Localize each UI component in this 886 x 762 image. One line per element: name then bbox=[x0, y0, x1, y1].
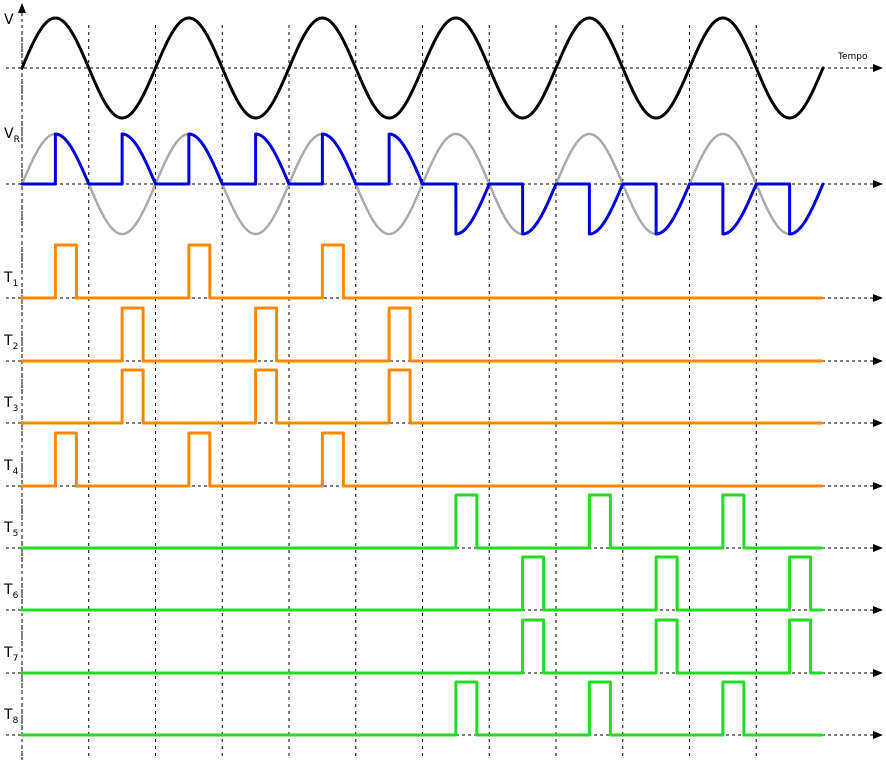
gate-pulse-train-t2 bbox=[20, 306, 824, 363]
gate-pulse-train-t8 bbox=[20, 680, 824, 737]
gate-pulse-train-t6 bbox=[20, 555, 824, 612]
row-label-9: T7 bbox=[3, 645, 18, 664]
rectified-output-wave bbox=[20, 132, 825, 236]
supply-voltage-wave bbox=[20, 16, 825, 120]
gate-pulse-train-t1 bbox=[20, 243, 824, 300]
row-label-3: T1 bbox=[3, 270, 18, 289]
row-label-6: T4 bbox=[3, 458, 19, 477]
row-label-10: T8 bbox=[3, 707, 19, 726]
row-label-1: V bbox=[4, 12, 14, 28]
gate-pulse-train-t7 bbox=[20, 618, 824, 675]
gate-pulse-train-t5 bbox=[20, 493, 824, 550]
row-label-8: T6 bbox=[3, 582, 19, 601]
row-label-4: T2 bbox=[3, 333, 18, 352]
row-label-7: T5 bbox=[3, 520, 18, 539]
gate-pulse-train-t3 bbox=[20, 368, 824, 425]
row-label-2: VR bbox=[4, 126, 20, 145]
row-label-5: T3 bbox=[3, 395, 18, 414]
time-axis-label: Tempo bbox=[837, 52, 868, 62]
gate-pulse-train-t4 bbox=[20, 431, 824, 488]
